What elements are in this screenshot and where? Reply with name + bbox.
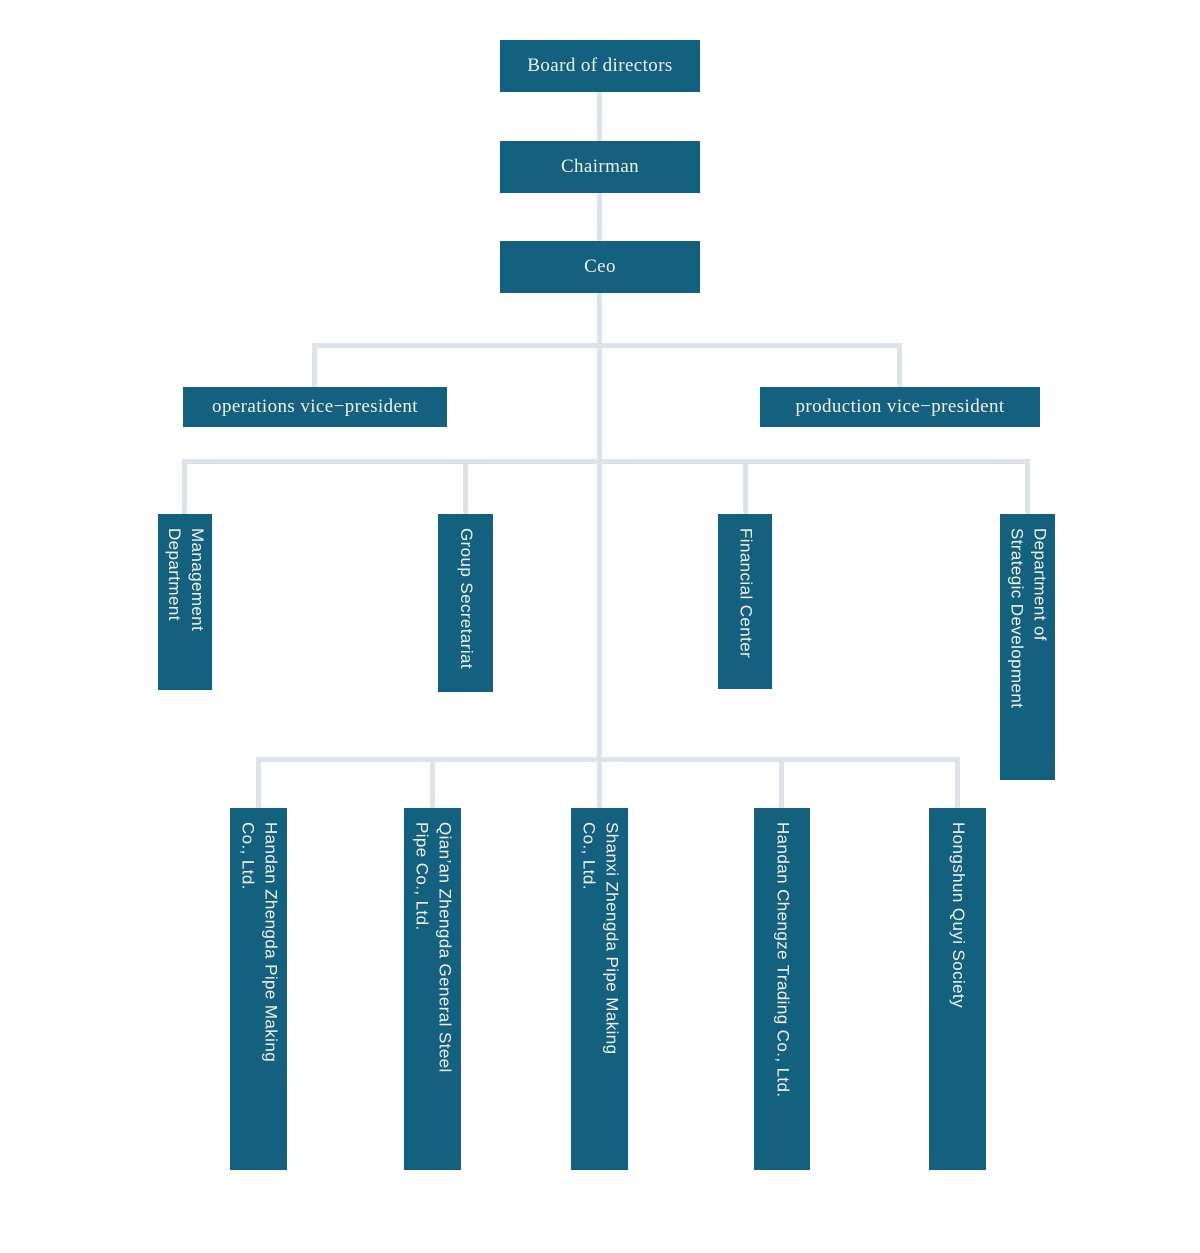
connector-subsidiary-branch xyxy=(256,757,960,762)
node-group-secretariat: Group Secretariat xyxy=(438,514,493,692)
connector-handan-chengze-drop xyxy=(779,757,784,808)
connector-vp-branch xyxy=(312,343,902,348)
node-handan-zhengda-pipe-making: Handan Zhengda Pipe Making Co., Ltd. xyxy=(230,808,287,1170)
connector-production-drop xyxy=(897,343,902,387)
connector-qianan-drop xyxy=(430,757,435,808)
connector-hongshun-drop xyxy=(955,757,960,808)
connector-strategic-drop xyxy=(1025,459,1030,514)
node-management-department: Management Department xyxy=(158,514,212,690)
node-label: Management Department xyxy=(165,528,207,632)
node-board-of-directors: Board of directors xyxy=(500,40,700,92)
node-label: Hongshun Quyi Society xyxy=(948,822,968,1009)
connector-chairman-ceo xyxy=(597,193,602,241)
connector-operations-drop xyxy=(312,343,317,387)
node-label: operations vice−president xyxy=(212,396,418,417)
node-label: Department of Strategic Development xyxy=(1007,528,1050,709)
node-operations-vice-president: operations vice−president xyxy=(183,387,447,427)
connector-handan-pipe-drop xyxy=(256,757,261,808)
node-label: Shanxi Zhengda Pipe Making Co., Ltd. xyxy=(579,822,622,1055)
node-shanxi-zhengda-pipe-making: Shanxi Zhengda Pipe Making Co., Ltd. xyxy=(571,808,628,1170)
node-label: Chairman xyxy=(560,156,640,177)
node-label: Ceo xyxy=(584,256,616,277)
node-label: Qian’an Zhengda General Steel Pipe Co., … xyxy=(412,822,455,1073)
node-handan-chengze-trading: Handan Chengze Trading Co., Ltd. xyxy=(754,808,810,1170)
node-production-vice-president: production vice−president xyxy=(760,387,1040,427)
node-label: Handan Chengze Trading Co., Ltd. xyxy=(773,822,793,1098)
node-ceo: Ceo xyxy=(500,241,700,293)
node-label: production vice−president xyxy=(795,396,1005,417)
node-label: Board of directors xyxy=(527,55,673,76)
connector-secretariat-drop xyxy=(463,459,468,514)
node-strategic-development-department: Department of Strategic Development xyxy=(1000,514,1055,780)
connector-ceo-stem xyxy=(597,293,602,808)
connector-department-branch xyxy=(182,459,1030,464)
node-label: Financial Center xyxy=(736,528,756,659)
connector-board-chairman xyxy=(597,92,602,141)
node-label: Group Secretariat xyxy=(456,528,476,669)
node-financial-center: Financial Center xyxy=(718,514,772,689)
connector-financial-drop xyxy=(743,459,748,514)
node-hongshun-quyi-society: Hongshun Quyi Society xyxy=(929,808,986,1170)
node-label: Handan Zhengda Pipe Making Co., Ltd. xyxy=(238,822,281,1063)
node-qianan-zhengda-general-steel-pipe: Qian’an Zhengda General Steel Pipe Co., … xyxy=(404,808,461,1170)
node-chairman: Chairman xyxy=(500,141,700,193)
connector-management-drop xyxy=(182,459,187,514)
